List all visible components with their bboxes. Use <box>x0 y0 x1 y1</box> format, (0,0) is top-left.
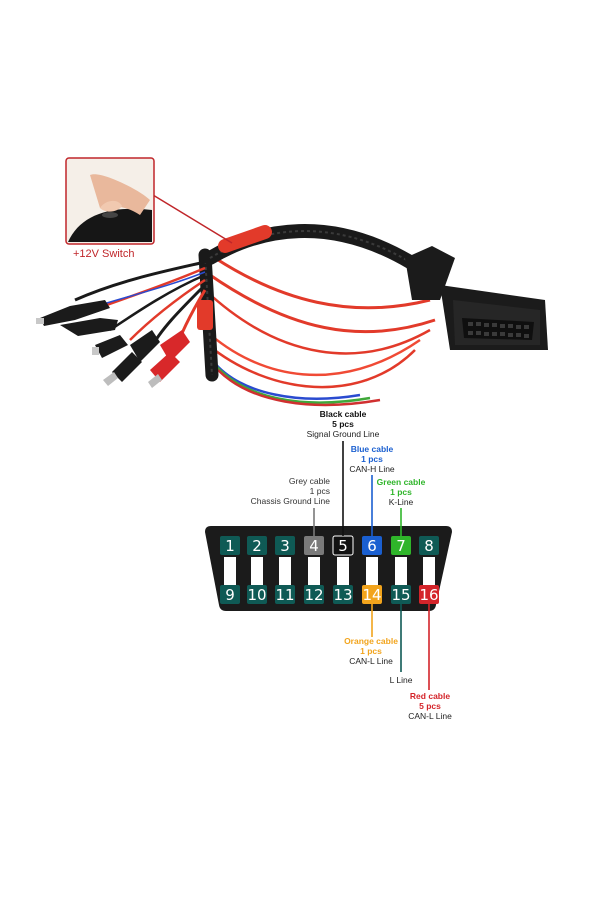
black-cable-count: 5 pcs <box>332 419 354 429</box>
grey-cable-title: Grey cable <box>289 476 330 486</box>
pin-2: 2 <box>247 536 267 555</box>
pin-4: 4 <box>304 536 324 555</box>
blue-cable-count: 1 pcs <box>361 454 383 464</box>
pin-16: 16 <box>419 585 439 604</box>
pin-slot <box>395 557 407 586</box>
grey-cable-count: 1 pcs <box>310 486 330 496</box>
green-cable-line: K-Line <box>389 497 414 507</box>
blue-cable-line: CAN-H Line <box>349 464 395 474</box>
pin-slot <box>279 557 291 586</box>
pin-12-number: 12 <box>304 586 323 604</box>
pin-14: 14 <box>362 585 382 604</box>
blue-cable-title: Blue cable <box>351 444 394 454</box>
pin-7-number: 7 <box>396 537 406 555</box>
pin-9: 9 <box>220 585 240 604</box>
pin-11-number: 11 <box>275 586 294 604</box>
pin-8-number: 8 <box>424 537 434 555</box>
red-cable-title: Red cable <box>410 691 450 701</box>
pin-15: 15 <box>391 585 411 604</box>
l-line-label: L Line <box>390 675 413 685</box>
orange-cable-title: Orange cable <box>344 636 398 646</box>
red-cable-line: CAN-L Line <box>408 711 452 721</box>
callout-green: Green cable 1 pcs K-Line <box>377 477 426 507</box>
pin-3: 3 <box>275 536 295 555</box>
callout-orange: Orange cable 1 pcs CAN-L Line <box>344 636 398 666</box>
green-cable-title: Green cable <box>377 477 426 487</box>
green-cable-count: 1 pcs <box>390 487 412 497</box>
pin-1: 1 <box>220 536 240 555</box>
switch-label: +12V Switch <box>73 248 134 260</box>
pin-13: 13 <box>333 585 353 604</box>
pin-12: 12 <box>304 585 324 604</box>
pin-6-number: 6 <box>367 537 377 555</box>
pin-11: 11 <box>275 585 295 604</box>
pin-10: 10 <box>247 585 267 604</box>
pin-16-number: 16 <box>419 586 438 604</box>
pin-3-number: 3 <box>280 537 290 555</box>
pin-7: 7 <box>391 536 411 555</box>
pin-5-number: 5 <box>338 537 348 555</box>
pin-6: 6 <box>362 536 382 555</box>
callout-red: Red cable 5 pcs CAN-L Line <box>408 691 452 721</box>
pin-1-number: 1 <box>225 537 235 555</box>
pin-slot <box>308 557 320 586</box>
pin-10-number: 10 <box>247 586 266 604</box>
callout-blue: Blue cable 1 pcs CAN-H Line <box>349 444 395 474</box>
pin-15-number: 15 <box>391 586 410 604</box>
black-cable-line: Signal Ground Line <box>307 429 380 439</box>
pin-4-number: 4 <box>309 537 319 555</box>
orange-cable-count: 1 pcs <box>360 646 382 656</box>
pin-5: 5 <box>332 535 354 556</box>
pin-slot <box>224 557 236 586</box>
pin-9-number: 9 <box>225 586 235 604</box>
pin-2-number: 2 <box>252 537 262 555</box>
callout-grey: Grey cable 1 pcs Chassis Ground Line <box>251 476 331 506</box>
black-cable-title: Black cable <box>320 409 367 419</box>
pin-slot <box>337 557 349 586</box>
grey-cable-line: Chassis Ground Line <box>251 496 331 506</box>
orange-cable-line: CAN-L Line <box>349 656 393 666</box>
callout-l-line: L Line <box>390 675 413 685</box>
pin-14-number: 14 <box>362 586 381 604</box>
cable-photo <box>36 224 548 407</box>
pin-13-number: 13 <box>333 586 352 604</box>
red-cable-count: 5 pcs <box>419 701 441 711</box>
switch-inset <box>65 157 233 245</box>
pin-8: 8 <box>419 536 439 555</box>
pin-slot <box>251 557 263 586</box>
callout-lines <box>313 441 430 690</box>
pin-slot <box>366 557 378 586</box>
pin-slot <box>423 557 435 586</box>
callout-black: Black cable 5 pcs Signal Ground Line <box>307 409 380 439</box>
